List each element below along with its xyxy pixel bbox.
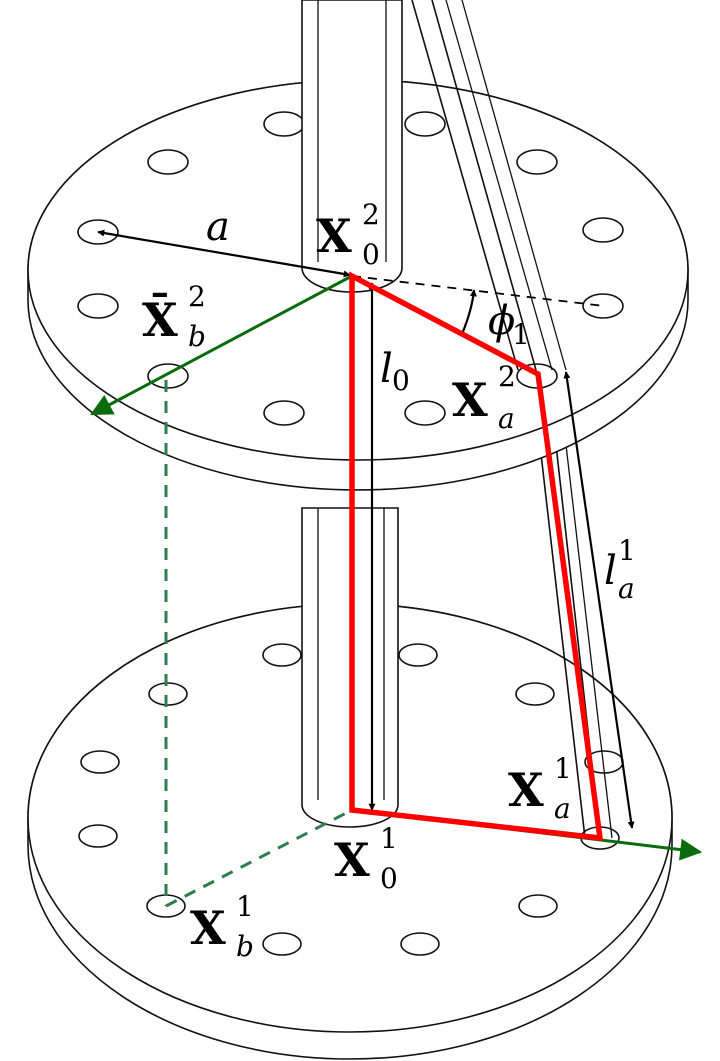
svg-text:a: a bbox=[498, 402, 515, 435]
label-l0: l 0 bbox=[380, 346, 410, 397]
svg-text:l: l bbox=[604, 548, 617, 594]
dashed-radius-line bbox=[351, 275, 605, 307]
angle-phi-arc bbox=[460, 289, 477, 335]
svg-text:X̄: X̄ bbox=[142, 292, 178, 347]
svg-text:1: 1 bbox=[618, 534, 636, 567]
svg-text:a: a bbox=[618, 572, 635, 605]
svg-text:1: 1 bbox=[554, 752, 572, 785]
svg-text:X: X bbox=[452, 373, 488, 427]
label-la-1: l 1 a bbox=[604, 534, 636, 605]
svg-text:b: b bbox=[236, 930, 254, 963]
svg-text:X: X bbox=[334, 833, 370, 887]
upper-disk-holes bbox=[77, 111, 624, 426]
label-phi1: ϕ 1 bbox=[488, 298, 530, 351]
dimension-a-arrow bbox=[97, 229, 351, 278]
svg-text:l: l bbox=[380, 346, 393, 392]
svg-text:1: 1 bbox=[512, 318, 530, 351]
svg-text:0: 0 bbox=[362, 238, 380, 271]
label-a: a bbox=[206, 204, 230, 250]
dimension-la1-arrow bbox=[563, 371, 635, 829]
label-x0-1: X 1 0 bbox=[334, 822, 398, 895]
svg-text:a: a bbox=[554, 792, 571, 825]
green-axis-upper bbox=[90, 275, 351, 416]
svg-text:X: X bbox=[190, 901, 226, 955]
svg-text:b: b bbox=[188, 320, 206, 353]
label-x0-2: X 2 0 bbox=[316, 198, 380, 271]
dashed-xb-base bbox=[165, 808, 353, 908]
label-xa-2: X 2 a bbox=[452, 360, 516, 435]
svg-text:2: 2 bbox=[362, 198, 380, 231]
svg-text:1: 1 bbox=[236, 890, 254, 923]
label-xbar-b-2: X̄ 2 b bbox=[142, 280, 206, 353]
svg-text:X: X bbox=[508, 763, 544, 817]
label-xb-1: X 1 b bbox=[190, 890, 254, 963]
svg-text:2: 2 bbox=[498, 360, 516, 393]
svg-text:ϕ: ϕ bbox=[488, 298, 515, 344]
svg-text:0: 0 bbox=[392, 364, 410, 397]
svg-text:X: X bbox=[316, 209, 352, 263]
svg-text:1: 1 bbox=[380, 822, 398, 855]
svg-text:0: 0 bbox=[380, 862, 398, 895]
side-rod-upper bbox=[411, 0, 567, 371]
label-xa-1: X 1 a bbox=[508, 752, 572, 825]
red-linkage-frame bbox=[349, 271, 604, 842]
svg-text:2: 2 bbox=[188, 280, 206, 313]
